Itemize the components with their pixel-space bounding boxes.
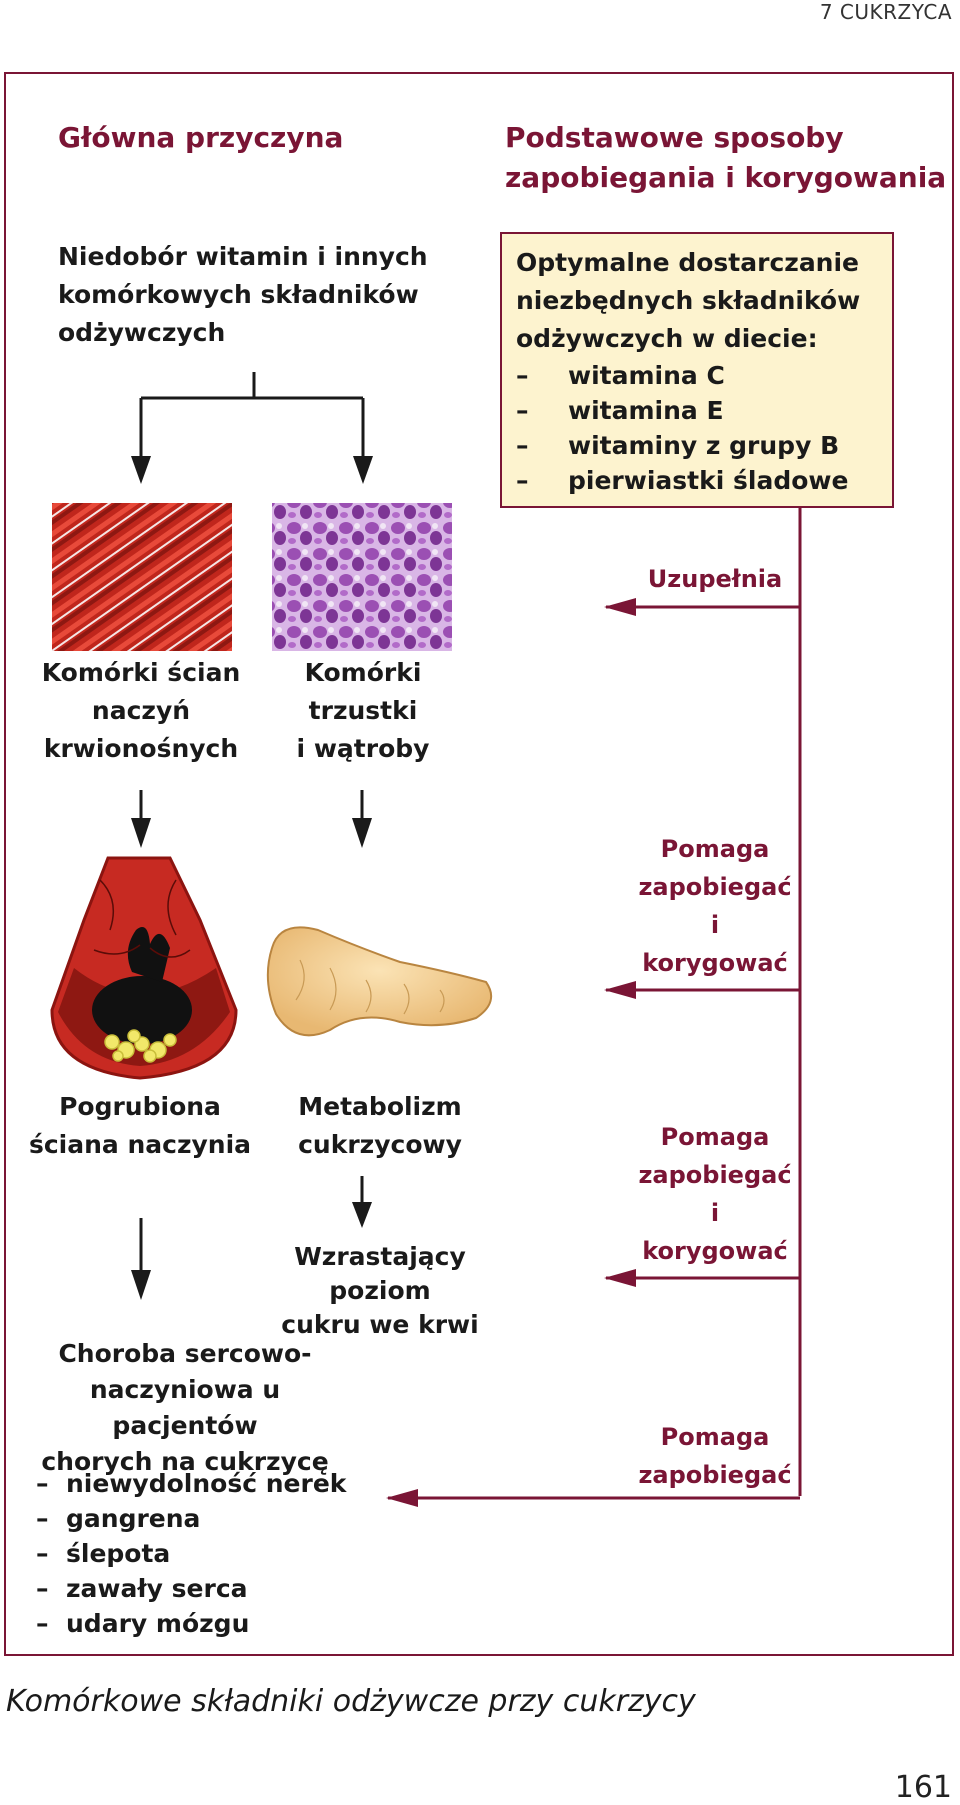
arrow-head xyxy=(352,1202,372,1228)
arrow-head xyxy=(604,981,636,999)
prevention-heading: Podstawowe sposoby zapobiegania i korygo… xyxy=(505,121,947,194)
disease-label: Choroba sercowo- naczyniowa u pacjentów … xyxy=(41,1339,329,1476)
consequence-item: –ślepota xyxy=(36,1539,171,1568)
pancreas-cells-label: Komórki trzustki i wątroby xyxy=(296,658,430,763)
nutrient-item: –witaminy z grupy B xyxy=(516,431,840,460)
vessel-cells-label: Komórki ścian naczyń krwionośnych xyxy=(41,658,241,763)
chapter-header: 7 CUKRZYCA xyxy=(819,0,952,24)
vessel-cells-image xyxy=(52,503,232,651)
page-number: 161 xyxy=(894,1770,952,1805)
consequences-list: –niewydolność nerek –gangrena –ślepota –… xyxy=(36,1466,346,1641)
down-arrows xyxy=(139,790,364,1274)
main-cause-heading: Główna przyczyna xyxy=(58,121,344,154)
consequence-item: –zawały serca xyxy=(36,1574,248,1603)
arrow-head xyxy=(353,456,373,484)
consequence-item: –gangrena xyxy=(36,1504,201,1533)
effect-prevent: Pomaga zapobiegać xyxy=(638,1423,792,1489)
pancreas-illustration xyxy=(266,926,493,1037)
arrow-head xyxy=(604,1269,636,1287)
nutrient-item: –witamina C xyxy=(516,361,725,390)
figure-caption: Komórkowe składniki odżywcze przy cukrzy… xyxy=(6,1684,696,1719)
arrow-head xyxy=(131,1270,151,1300)
arrow-head xyxy=(131,456,151,484)
consequence-item: –udary mózgu xyxy=(36,1609,250,1638)
cause-text: Niedobór witamin i innych komórkowych sk… xyxy=(58,242,428,347)
thickened-vessel-illustration xyxy=(50,856,238,1080)
prevention-connectors xyxy=(388,508,802,1500)
arrow-head xyxy=(604,598,636,616)
arrow-head xyxy=(131,818,151,848)
thick-wall-label: Pogrubiona ściana naczynia xyxy=(28,1092,252,1159)
diagram-frame xyxy=(4,72,954,1656)
consequence-item: –niewydolność nerek xyxy=(36,1469,347,1498)
blood-sugar-label: Wzrastający poziom cukru we krwi xyxy=(281,1242,479,1339)
nutrient-box: Optymalne dostarczanie niezbędnych skład… xyxy=(500,232,894,508)
arrow-head xyxy=(386,1489,418,1507)
effect-supplements: Uzupełnia xyxy=(647,565,783,593)
effect-prevent-correct-2: Pomaga zapobiegać i korygować xyxy=(638,1123,792,1265)
arrow-head xyxy=(352,818,372,848)
branch-arrows xyxy=(139,372,365,460)
effect-prevent-correct-1: Pomaga zapobiegać i korygować xyxy=(638,835,792,977)
nutrient-item: –witamina E xyxy=(516,396,724,425)
nutrient-item: –pierwiastki śladowe xyxy=(516,466,849,495)
pancreas-cells-image xyxy=(272,503,452,651)
metabolism-label: Metabolizm cukrzycowy xyxy=(298,1092,462,1159)
